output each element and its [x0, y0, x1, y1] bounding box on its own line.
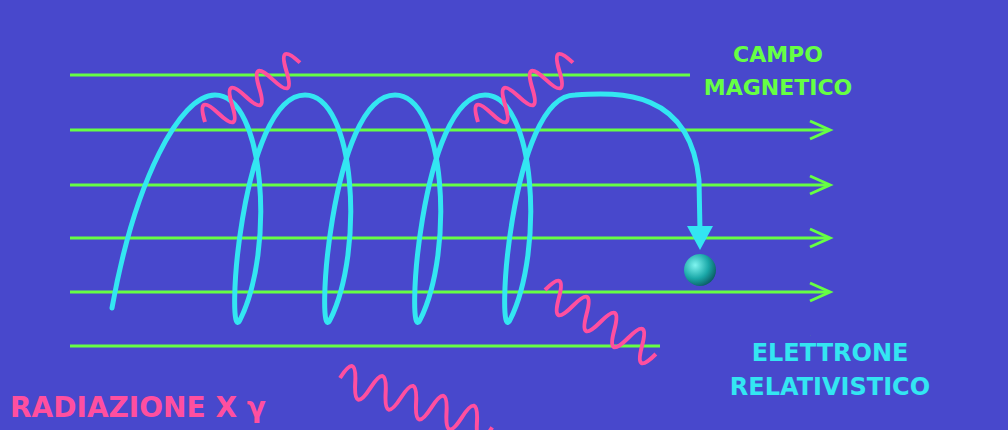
radiation-label: RADIAZIONE X γ: [6, 390, 270, 426]
electron-label: ELETTRONE RELATIVISTICO: [660, 336, 1000, 404]
field-lines: [70, 66, 830, 355]
spiral-arrowhead: [687, 226, 713, 250]
field-label: CAMPO MAGNETICO: [690, 38, 866, 104]
radiation-waves: [197, 50, 663, 430]
electron-spiral: [112, 94, 700, 322]
electron-ball: [684, 254, 716, 286]
